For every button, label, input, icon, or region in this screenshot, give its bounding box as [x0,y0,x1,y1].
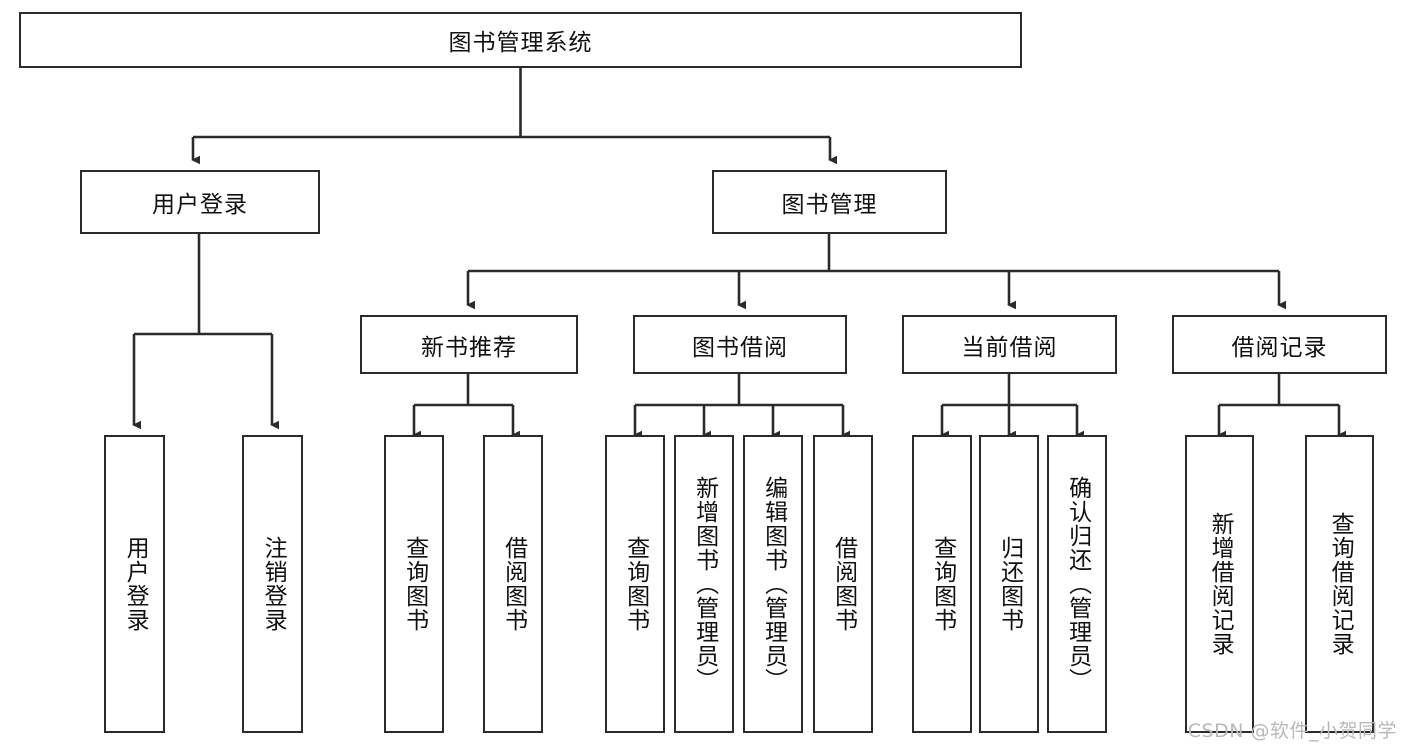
node-root[interactable]: 图书管理系统 [19,12,1022,68]
node-leaf-return-book[interactable]: 归还图书 [979,435,1039,733]
node-leaf-add-book-label: 新增图书（管理员） [691,476,718,692]
node-leaf-query-book-2[interactable]: 查询图书 [605,435,665,733]
node-leaf-query-record-label: 查询借阅记录 [1327,512,1354,656]
node-leaf-query-book-1[interactable]: 查询图书 [384,435,444,733]
node-book-management-label: 图书管理 [781,192,878,218]
node-leaf-add-record-label: 新增借阅记录 [1207,512,1234,656]
node-book-management[interactable]: 图书管理 [712,170,947,234]
node-leaf-edit-book[interactable]: 编辑图书（管理员） [743,435,803,733]
node-book-borrow-label: 图书借阅 [692,334,788,361]
node-leaf-confirm-return-label: 确认归还（管理员） [1064,476,1091,692]
node-borrow-record[interactable]: 借阅记录 [1172,315,1387,374]
node-current-borrow-label: 当前借阅 [961,334,1058,361]
node-user-login[interactable]: 用户登录 [80,170,320,234]
node-leaf-add-book[interactable]: 新增图书（管理员） [674,435,734,733]
node-leaf-borrow-book-2[interactable]: 借阅图书 [813,435,873,733]
node-new-book-recommend[interactable]: 新书推荐 [360,315,578,374]
node-leaf-edit-book-label: 编辑图书（管理员） [760,476,787,692]
node-leaf-query-book-3-label: 查询图书 [929,536,956,632]
node-leaf-return-book-label: 归还图书 [996,536,1023,632]
node-leaf-user-logout-label: 注销登录 [260,536,287,632]
node-leaf-user-logout[interactable]: 注销登录 [242,435,303,733]
node-current-borrow[interactable]: 当前借阅 [902,315,1117,374]
node-leaf-add-record[interactable]: 新增借阅记录 [1185,435,1254,733]
node-leaf-user-login[interactable]: 用户登录 [104,435,165,733]
node-book-borrow[interactable]: 图书借阅 [633,315,847,374]
node-leaf-query-book-1-label: 查询图书 [401,536,428,632]
node-user-login-label: 用户登录 [152,192,248,218]
node-leaf-borrow-book-1[interactable]: 借阅图书 [483,435,543,733]
node-leaf-query-book-3[interactable]: 查询图书 [912,435,972,733]
node-leaf-borrow-book-1-label: 借阅图书 [500,536,527,632]
node-leaf-confirm-return[interactable]: 确认归还（管理员） [1047,435,1107,733]
node-leaf-query-record[interactable]: 查询借阅记录 [1305,435,1374,733]
node-leaf-query-book-2-label: 查询图书 [622,536,649,632]
node-leaf-user-login-label: 用户登录 [122,536,149,632]
node-root-label: 图书管理系统 [448,30,593,56]
node-leaf-borrow-book-2-label: 借阅图书 [830,536,857,632]
watermark: CSDN @软件_小贺同学 [1187,720,1397,742]
node-borrow-record-label: 借阅记录 [1231,334,1328,361]
node-new-book-recommend-label: 新书推荐 [421,334,517,361]
